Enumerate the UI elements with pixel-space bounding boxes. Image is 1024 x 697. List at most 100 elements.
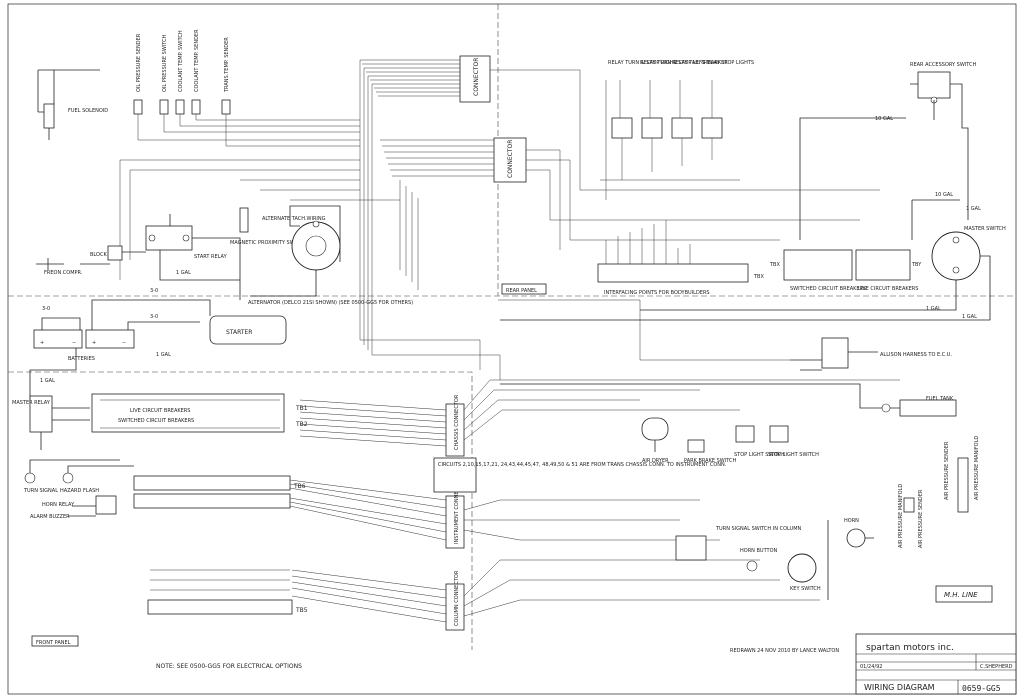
- svg-text:AIR PRESSURE SENDER: AIR PRESSURE SENDER: [944, 441, 950, 500]
- tb6-terminal-strip: TB6: [133, 475, 306, 509]
- svg-text:3-0: 3-0: [150, 288, 158, 294]
- svg-text:TB1: TB1: [295, 405, 308, 412]
- svg-text:TB6: TB6: [293, 483, 306, 490]
- svg-text:FUEL SOLENOID: FUEL SOLENOID: [68, 108, 108, 114]
- svg-text:LIVE CIRCUIT BREAKERS: LIVE CIRCUIT BREAKERS: [858, 286, 918, 292]
- svg-text:AIR PRESSURE MANIFOLD: AIR PRESSURE MANIFOLD: [974, 436, 980, 500]
- svg-text:1 GAL: 1 GAL: [962, 314, 977, 320]
- svg-text:CIRCUITS 2,10,15,17,21, 24,43,: CIRCUITS 2,10,15,17,21, 24,43,44,45,47, …: [438, 462, 727, 468]
- svg-text:TURN SIGNAL: TURN SIGNAL: [23, 488, 58, 494]
- svg-text:KEY SWITCH: KEY SWITCH: [790, 586, 821, 592]
- air-pressure-manifolds: AIR PRESSURE MANIFOLD AIR PRESSURE MANIF…: [898, 436, 980, 548]
- svg-text:BLOCK: BLOCK: [90, 252, 107, 258]
- svg-text:+: +: [92, 340, 96, 346]
- circuits-note: CIRCUITS 2,10,15,17,21, 24,43,44,45,47, …: [433, 457, 727, 493]
- svg-text:COOLANT TEMP. SWITCH: COOLANT TEMP. SWITCH: [178, 30, 184, 92]
- key-switch: KEY SWITCH: [787, 553, 821, 592]
- relay-tail-marker: [671, 117, 693, 139]
- svg-text:TBX: TBX: [769, 262, 780, 268]
- sender-group: OIL PRESSURE SENDER OIL PRESSURE SWITCH …: [133, 29, 360, 147]
- oil-pressure-sender: [133, 99, 143, 115]
- svg-text:ALLISON HARNESS TO E.C.U.: ALLISON HARNESS TO E.C.U.: [880, 352, 952, 358]
- svg-text:HORN: HORN: [844, 518, 859, 524]
- svg-text:+: +: [40, 340, 44, 346]
- svg-text:MASTER RELAY: MASTER RELAY: [12, 400, 51, 406]
- svg-text:10 GAL: 10 GAL: [935, 192, 953, 198]
- alternator: ALTERNATE TACH.WIRING ALTERNATOR (DELCO …: [248, 205, 413, 306]
- svg-text:RELAY STOP LIGHTS: RELAY STOP LIGHTS: [704, 60, 754, 66]
- front-harness: [289, 379, 900, 623]
- svg-text:AIR DRYER: AIR DRYER: [642, 458, 669, 464]
- rear-panel: REAR PANEL: [501, 283, 547, 295]
- start-relay: START RELAY 1 GAL: [122, 214, 241, 300]
- coolant-temp-sender: [191, 99, 201, 115]
- note-text: NOTE: SEE 0500-GG5 FOR ELECTRICAL OPTION…: [156, 663, 302, 670]
- svg-text:ALTERNATOR (DELCO 21SI SHOWN): ALTERNATOR (DELCO 21SI SHOWN) (SEE 0500-…: [248, 300, 413, 306]
- relay-stop-lights: [701, 117, 723, 139]
- batteries: + − + − BATTERIES 3-0 3-0 3-0 1 GAL: [29, 288, 211, 400]
- svg-text:ALARM BUZZER: ALARM BUZZER: [30, 514, 70, 520]
- master-relay: MASTER RELAY 1 GAL: [12, 378, 90, 450]
- svg-text:MASTER SWITCH: MASTER SWITCH: [964, 226, 1006, 232]
- svg-text:INTERFACING POINTS FOR BODYBUI: INTERFACING POINTS FOR BODYBUILDERS: [604, 290, 710, 296]
- svg-text:TBY: TBY: [911, 262, 922, 268]
- company-name: spartan motors inc.: [866, 643, 954, 653]
- trans-temp-sender: [221, 99, 231, 115]
- svg-text:STARTER: STARTER: [226, 329, 252, 336]
- svg-text:CONNECTOR: CONNECTOR: [473, 58, 480, 96]
- coolant-temp-switch: [175, 99, 185, 115]
- svg-text:COOLANT TEMP. SENDER: COOLANT TEMP. SENDER: [194, 29, 200, 92]
- oil-pressure-switch: [159, 99, 169, 115]
- drawing-number: 0659-GG5: [962, 684, 1001, 693]
- svg-text:3-0: 3-0: [150, 314, 158, 320]
- svg-text:STOP LIGHT SWITCH: STOP LIGHT SWITCH: [734, 452, 785, 458]
- tbx-terminal-strip: TBX INTERFACING POINTS FOR BODYBUILDERS: [597, 220, 764, 296]
- horn-button: HORN BUTTON: [740, 548, 778, 572]
- front-breaker-panel: LIVE CIRCUIT BREAKERS SWITCHED CIRCUIT B…: [91, 393, 308, 433]
- svg-text:SWITCHED CIRCUIT BREAKERS: SWITCHED CIRCUIT BREAKERS: [790, 286, 866, 292]
- svg-text:START RELAY: START RELAY: [194, 254, 228, 260]
- svg-text:3-0: 3-0: [42, 306, 50, 312]
- svg-text:TBX: TBX: [753, 274, 764, 280]
- svg-text:COLUMN CONNECTOR: COLUMN CONNECTOR: [454, 570, 460, 626]
- svg-text:PARK BRAKE SWITCH: PARK BRAKE SWITCH: [684, 458, 736, 464]
- svg-text:RELAY TURN & STOP LEFT: RELAY TURN & STOP LEFT: [640, 60, 706, 66]
- horn: HORN: [827, 518, 874, 600]
- front-panel: FRONT PANEL: [31, 635, 79, 647]
- chassis-connector: CHASSIS CONNECTOR: [445, 394, 465, 457]
- svg-text:1 GAL: 1 GAL: [176, 270, 191, 276]
- svg-text:1 GAL: 1 GAL: [926, 306, 941, 312]
- mh-line-stamp: M.H. LINE: [935, 585, 993, 603]
- turn-hazard-units: TURN SIGNAL HAZARD FLASH HORN RELAY ALAR…: [23, 459, 134, 520]
- block-terminal: BLOCK: [90, 245, 123, 261]
- svg-text:TRANS.TEMP. SENDER: TRANS.TEMP. SENDER: [224, 37, 230, 93]
- svg-text:AIR PRESSURE SENDER: AIR PRESSURE SENDER: [918, 489, 924, 548]
- svg-text:M.H. LINE: M.H. LINE: [944, 591, 978, 599]
- drawing-frame: [7, 3, 1017, 695]
- svg-text:HORN BUTTON: HORN BUTTON: [740, 548, 778, 554]
- svg-text:TB2: TB2: [295, 421, 308, 428]
- stop-light-switches: STOP LIGHT SWITCH STOP LIGHT SWITCH: [734, 425, 819, 458]
- svg-text:−: −: [122, 340, 126, 346]
- master-switch-rear: MASTER SWITCH 1 GAL 1 GAL 1 GAL: [500, 206, 1006, 321]
- svg-text:RELAY TAIL & MARKER: RELAY TAIL & MARKER: [672, 60, 728, 66]
- rear-accessory-switch: REAR ACCESSORY SWITCH 10 GAL 10 GAL: [799, 62, 977, 240]
- magnetic-proximity-switch: MAGNETIC PROXIMITY SWITCH TACH.: [230, 207, 323, 246]
- svg-text:TURN SIGNAL SWITCH IN COLUMN: TURN SIGNAL SWITCH IN COLUMN: [715, 526, 802, 532]
- svg-text:BATTERIES: BATTERIES: [68, 356, 95, 362]
- main-harness: [119, 59, 880, 380]
- svg-text:HAZARD FLASH: HAZARD FLASH: [60, 488, 99, 494]
- svg-text:SWITCHED CIRCUIT BREAKERS: SWITCHED CIRCUIT BREAKERS: [118, 418, 194, 424]
- instrument-connector: INSTRUMENT CONNECTOR: [445, 477, 465, 549]
- svg-text:FREON COMPR.: FREON COMPR.: [44, 270, 83, 276]
- svg-text:INSTRUMENT CONNECTOR: INSTRUMENT CONNECTOR: [454, 477, 460, 544]
- svg-text:REAR PANEL: REAR PANEL: [506, 288, 537, 294]
- tb5-terminal-strip: TB5: [147, 569, 308, 615]
- circuit-breaker-strips: TBX TBY SWITCHED CIRCUIT BREAKERS LIVE C…: [769, 249, 922, 292]
- svg-text:AIR PRESSURE MANIFOLD: AIR PRESSURE MANIFOLD: [898, 484, 904, 548]
- relay-turn-stop-left: [641, 117, 663, 139]
- svg-text:10 GAL: 10 GAL: [875, 116, 893, 122]
- fuel-solenoid: FUEL SOLENOID: [37, 69, 108, 140]
- connector-mid: CONNECTOR: [493, 137, 527, 183]
